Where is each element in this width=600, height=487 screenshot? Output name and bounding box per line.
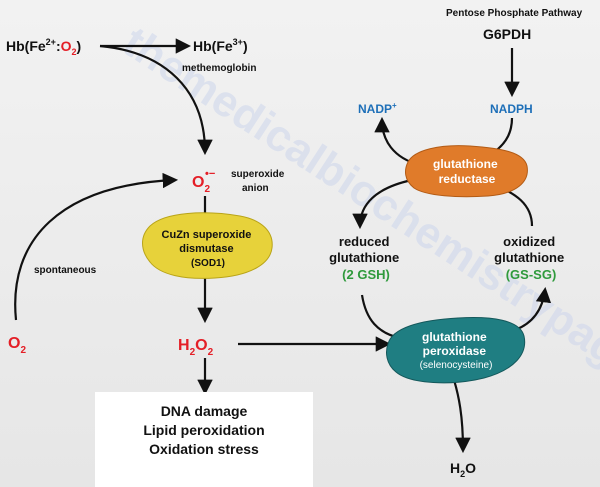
hydrogen-peroxide-label: H2O2 xyxy=(178,337,214,358)
spontaneous-label: spontaneous xyxy=(34,265,97,276)
sod1-enzyme-shape xyxy=(142,212,273,279)
hb-ferrous-label: Hb(Fe2+:O2) xyxy=(6,37,81,57)
oxygen-label: O2 xyxy=(8,335,26,356)
arrow-gr-to-reduced xyxy=(352,178,413,230)
arrow-spontaneous xyxy=(14,172,179,321)
hb-ferric-label: Hb(Fe3+) xyxy=(193,37,248,54)
nadp-plus-label: NADP+ xyxy=(358,101,397,116)
arrow-reduced-to-gpx xyxy=(360,294,401,340)
outcome-lipid-peroxidation: Lipid peroxidation xyxy=(143,422,265,438)
oxidative-damage-box: DNA damage Lipid peroxidation Oxidation … xyxy=(95,392,313,487)
oxidized-glutathione-label: oxidized glutathione (GS-SG) xyxy=(494,234,568,282)
g6pdh-label: G6PDH xyxy=(483,26,531,42)
methemoglobin-label: methemoglobin xyxy=(182,63,256,74)
glutathione-reductase-label: glutathione reductase xyxy=(433,157,501,186)
arrow-hb-to-superoxide xyxy=(99,44,213,156)
arrow-gpx-to-oxidized xyxy=(514,286,552,332)
glutathione-peroxidase-shape xyxy=(386,317,526,384)
glutathione-peroxidase-label: glutathione peroxidase (selenocysteine) xyxy=(420,330,493,371)
outcome-oxidation-stress: Oxidation stress xyxy=(149,441,259,457)
water-label: H2O xyxy=(450,460,476,479)
reduced-glutathione-label: reduced glutathione (2 GSH) xyxy=(329,234,403,282)
pathway-arrows xyxy=(14,38,552,454)
nadph-label: NADPH xyxy=(490,102,533,116)
superoxide-label-line2: anion xyxy=(242,183,269,194)
sod1-label: CuZn superoxide dismutase (SOD1) xyxy=(162,229,255,269)
superoxide-label-line1: superoxide xyxy=(231,169,285,180)
superoxide-symbol: O2•− xyxy=(192,168,215,195)
glutathione-reductase-shape xyxy=(405,145,528,198)
pentose-phosphate-label: Pentose Phosphate Pathway xyxy=(446,8,583,19)
outcome-dna-damage: DNA damage xyxy=(160,403,248,419)
